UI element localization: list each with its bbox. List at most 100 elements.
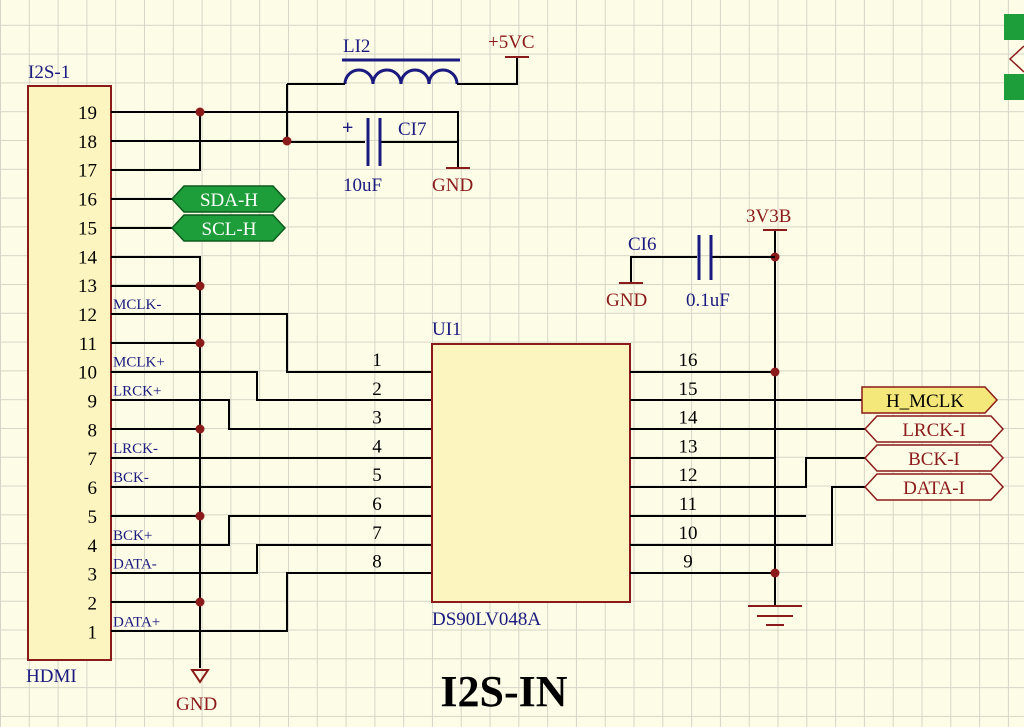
connector-pin-number: 8 <box>88 420 98 441</box>
junction-dot <box>770 367 780 377</box>
connector-pin-number: 19 <box>78 103 97 124</box>
inductor-li2 <box>343 68 459 85</box>
connector-pin-number: 14 <box>78 247 98 268</box>
connector-net-name: DATA+ <box>113 614 160 630</box>
connector-pin-number: 10 <box>78 363 97 384</box>
chip-left-pin-number: 7 <box>372 523 382 544</box>
wire-mclk-pos <box>111 371 432 401</box>
chip-left-pin-number: 3 <box>372 408 382 429</box>
chip-right-pin-number: 10 <box>679 523 698 544</box>
lrck-i-net-label <box>863 415 1005 443</box>
connector-net-name: LRCK- <box>113 441 158 457</box>
junction-dot <box>195 107 205 117</box>
junction-dot <box>195 338 205 348</box>
chip-right-pin-number: 13 <box>679 436 698 457</box>
ci7-gnd-label: GND <box>432 175 473 196</box>
connector-ref: I2S-1 <box>28 62 70 83</box>
wire-bck-pos <box>111 515 432 546</box>
chip-right-pin-number: 9 <box>683 552 693 573</box>
ci6-gnd-label: GND <box>606 290 647 311</box>
connector-pin-number: 3 <box>88 565 98 586</box>
chip-right-pin-number: 11 <box>679 494 697 515</box>
partial-net-label-1 <box>1004 14 1024 40</box>
scl-h-net-label <box>170 214 287 242</box>
data-i-text: DATA-I <box>903 478 965 499</box>
chip-right-pin-number: 14 <box>679 408 699 429</box>
connector-pin-number: 15 <box>78 218 97 239</box>
connector-net-name: DATA- <box>113 557 157 573</box>
connector-pin-number: 2 <box>88 593 98 614</box>
chip-ref: UI1 <box>432 319 462 340</box>
connector-pin-number: 9 <box>88 392 98 413</box>
scl-h-text: SCL-H <box>202 219 257 240</box>
bck-i-text: BCK-I <box>908 449 960 470</box>
wire-pin12-bck <box>630 457 865 488</box>
connector-pin-number: 5 <box>88 507 98 528</box>
chip-left-pin-number: 2 <box>372 379 382 400</box>
data-i-net-label <box>863 473 1005 501</box>
connector-pin-number: 6 <box>88 478 98 499</box>
ci7-value: 10uF <box>343 175 382 196</box>
partial-net-label-2 <box>1008 45 1024 73</box>
wire-mclk-neg <box>111 313 432 373</box>
gnd-symbol-bottom <box>190 669 210 684</box>
junction-dot <box>195 597 205 607</box>
connector-net-name: MCLK+ <box>113 355 165 371</box>
ci7-wires <box>200 84 459 168</box>
h-mclk-text: H_MCLK <box>886 391 964 412</box>
hdmi-connector-body <box>27 85 112 661</box>
sda-scl-wires <box>111 198 172 229</box>
connector-net-name: MCLK- <box>113 297 161 313</box>
pin-17-19-wires <box>111 111 287 171</box>
junction-dot <box>195 511 205 521</box>
connector-pin-number: 7 <box>88 449 98 470</box>
ci7-polarity: + <box>342 117 353 139</box>
wire-lrck-pos <box>111 399 432 430</box>
junction-dot <box>195 281 205 291</box>
partial-net-label-3 <box>1004 74 1024 100</box>
connector-pin-number: 13 <box>78 276 97 297</box>
connector-pin-number: 12 <box>78 305 97 326</box>
connector-pin-number: 17 <box>78 161 97 182</box>
ci6-ref: CI6 <box>628 234 657 255</box>
chip-ui1-body <box>431 343 631 603</box>
vc5-power-label: +5VC <box>488 32 535 53</box>
connector-pin-number: 16 <box>78 190 97 211</box>
connector-pin-number: 18 <box>78 132 97 153</box>
junction-dot <box>282 136 292 146</box>
connector-name: HDMI <box>26 666 77 687</box>
junction-dot <box>195 424 205 434</box>
gnd-label-bottom: GND <box>176 694 217 715</box>
connector-net-name: BCK+ <box>113 528 152 544</box>
connector-net-names: MCLK- MCLK+ LRCK+ LRCK- BCK- BCK+ DATA- DATA+ <box>113 297 165 630</box>
wire-data-pos <box>111 572 432 632</box>
chip-right-pin-number: 15 <box>679 379 698 400</box>
ci6-wires <box>630 256 775 282</box>
chip-left-pin-number: 6 <box>372 494 382 515</box>
gnd-bus-wires <box>111 256 201 668</box>
connector-net-name: BCK- <box>113 470 149 486</box>
junction-dot <box>770 568 780 578</box>
chip-part-number: DS90LV048A <box>432 609 541 630</box>
wire-pin10-data <box>630 486 865 546</box>
connector-pin-number: 4 <box>88 536 98 557</box>
connector-pin-number: 11 <box>79 334 97 355</box>
connector-net-name: LRCK+ <box>113 384 161 400</box>
chip-left-pin-number: 8 <box>372 552 382 573</box>
chip-left-pin-number: 5 <box>372 465 382 486</box>
bck-i-net-label <box>863 444 1005 472</box>
lrck-i-text: LRCK-I <box>902 420 965 441</box>
ci6-value: 0.1uF <box>686 290 730 311</box>
schematic-title: I2S-IN <box>440 667 567 716</box>
ci7-ref: CI7 <box>398 119 427 140</box>
chip-right-pin-number: 16 <box>679 350 698 371</box>
sda-h-text: SDA-H <box>200 190 258 211</box>
inductor-wires <box>287 58 518 85</box>
v33-power-label: 3V3B <box>746 206 791 227</box>
chip-left-pin-number: 1 <box>372 350 382 371</box>
wire-data-neg <box>111 544 432 574</box>
